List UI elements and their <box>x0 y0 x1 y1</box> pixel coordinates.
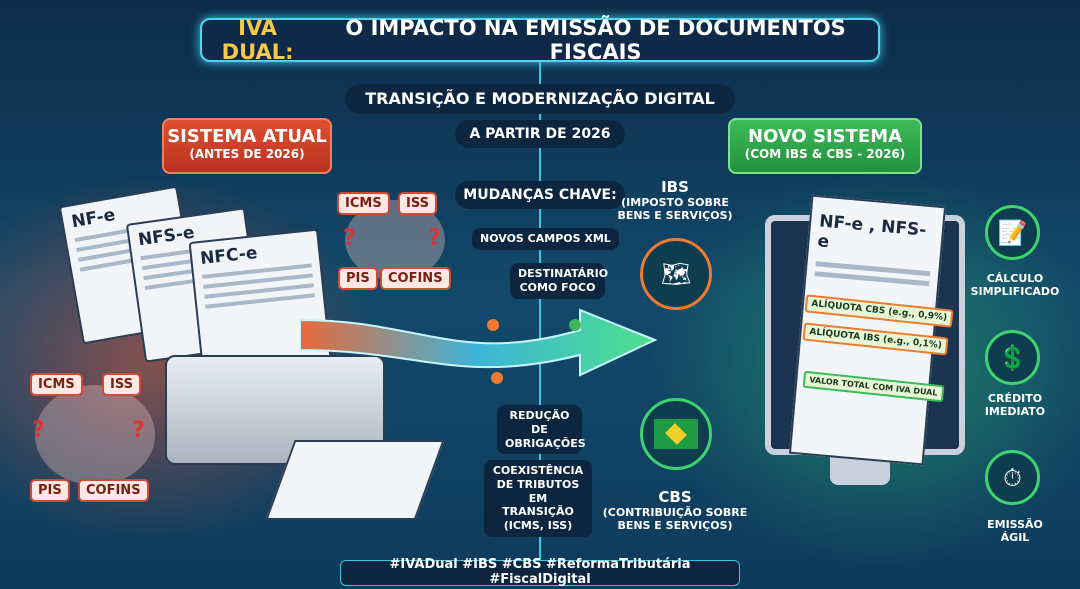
new-system-subtitle: (COM IBS & CBS - 2026) <box>744 147 906 161</box>
flag-shape <box>654 419 698 449</box>
change-recipient-focus: DESTINATÁRIO COMO FOCO <box>510 263 608 299</box>
brazil-map-icon: 🗺 <box>640 238 712 310</box>
question-mark-icon: ? <box>132 418 145 443</box>
tax-badge-iss: ISS <box>102 373 141 396</box>
title-rest: O IMPACTO NA EMISSÃO DE DOCUMENTOS FISCA… <box>345 15 846 64</box>
benefit-label: EMISSÃO ÁGIL <box>987 518 1043 545</box>
printed-paper <box>265 440 445 520</box>
question-mark-icon: ? <box>32 418 45 443</box>
change-tax-coexistence: COEXISTÊNCIA DE TRIBUTOS EM TRANSIÇÃO (I… <box>484 460 592 537</box>
new-system-title: NOVO SISTEMA <box>747 126 903 147</box>
document-label: NFS-e <box>136 222 196 251</box>
document-label: NF-e <box>69 205 117 233</box>
change-new-xml-fields: NOVOS CAMPOS XML <box>472 228 619 250</box>
tax-badge-pis: PIS <box>30 479 70 502</box>
money-hand-icon: 💲 <box>985 330 1040 385</box>
question-mark-icon: ? <box>428 226 441 251</box>
tax-badge-icms: ICMS <box>337 192 390 215</box>
title-highlight: IVA DUAL: <box>221 15 294 64</box>
current-system-title: SISTEMA ATUAL <box>167 126 327 147</box>
tax-badge-pis: PIS <box>338 267 378 290</box>
page-title: IVA DUAL: O IMPACTO NA EMISSÃO DE DOCUME… <box>200 15 880 64</box>
checklist-icon: 📝 <box>985 205 1040 260</box>
tax-badge-cofins: COFINS <box>380 267 451 290</box>
cbs-description: (CONTRIBUIÇÃO SOBRE BENS E SERVIÇOS) <box>602 506 748 533</box>
current-system-subtitle: (ANTES DE 2026) <box>189 147 305 161</box>
change-reduced-obligations: REDUÇÃO DE OBRIGAÇÕES <box>497 405 586 455</box>
ibs-description: (IMPOSTO SOBRE BENS E SERVIÇOS) <box>617 196 733 223</box>
tax-badge-iss: ISS <box>398 192 437 215</box>
document-label: NFC-e <box>199 243 259 269</box>
ibs-name: IBS <box>661 178 689 196</box>
stopwatch-icon: ⏱ <box>985 450 1040 505</box>
changes-title: MUDANÇAS CHAVE: <box>455 181 625 209</box>
brazil-flag-icon <box>640 398 712 470</box>
benefit-label: CÁLCULO SIMPLIFICADO <box>970 272 1060 299</box>
transition-arrow-icon <box>300 308 658 384</box>
tax-badge-icms: ICMS <box>30 373 83 396</box>
date-badge: A PARTIR DE 2026 <box>455 120 625 148</box>
new-system-box: NOVO SISTEMA (COM IBS & CBS - 2026) <box>728 118 922 174</box>
hashtags-bar: #IVADual #IBS #CBS #ReformaTributária #F… <box>340 557 740 587</box>
current-system-box: SISTEMA ATUAL (ANTES DE 2026) <box>162 118 332 174</box>
subtitle: TRANSIÇÃO E MODERNIZAÇÃO DIGITAL <box>345 84 735 114</box>
tax-badge-cofins: COFINS <box>78 479 149 502</box>
center-divider <box>539 60 541 560</box>
benefit-label: CRÉDITO IMEDIATO <box>984 392 1046 419</box>
question-mark-icon: ? <box>343 226 356 251</box>
invoice-title: NF-e , NFS-e <box>816 211 928 253</box>
tangled-taxes-icon <box>35 385 155 485</box>
cbs-name: CBS <box>658 488 692 506</box>
